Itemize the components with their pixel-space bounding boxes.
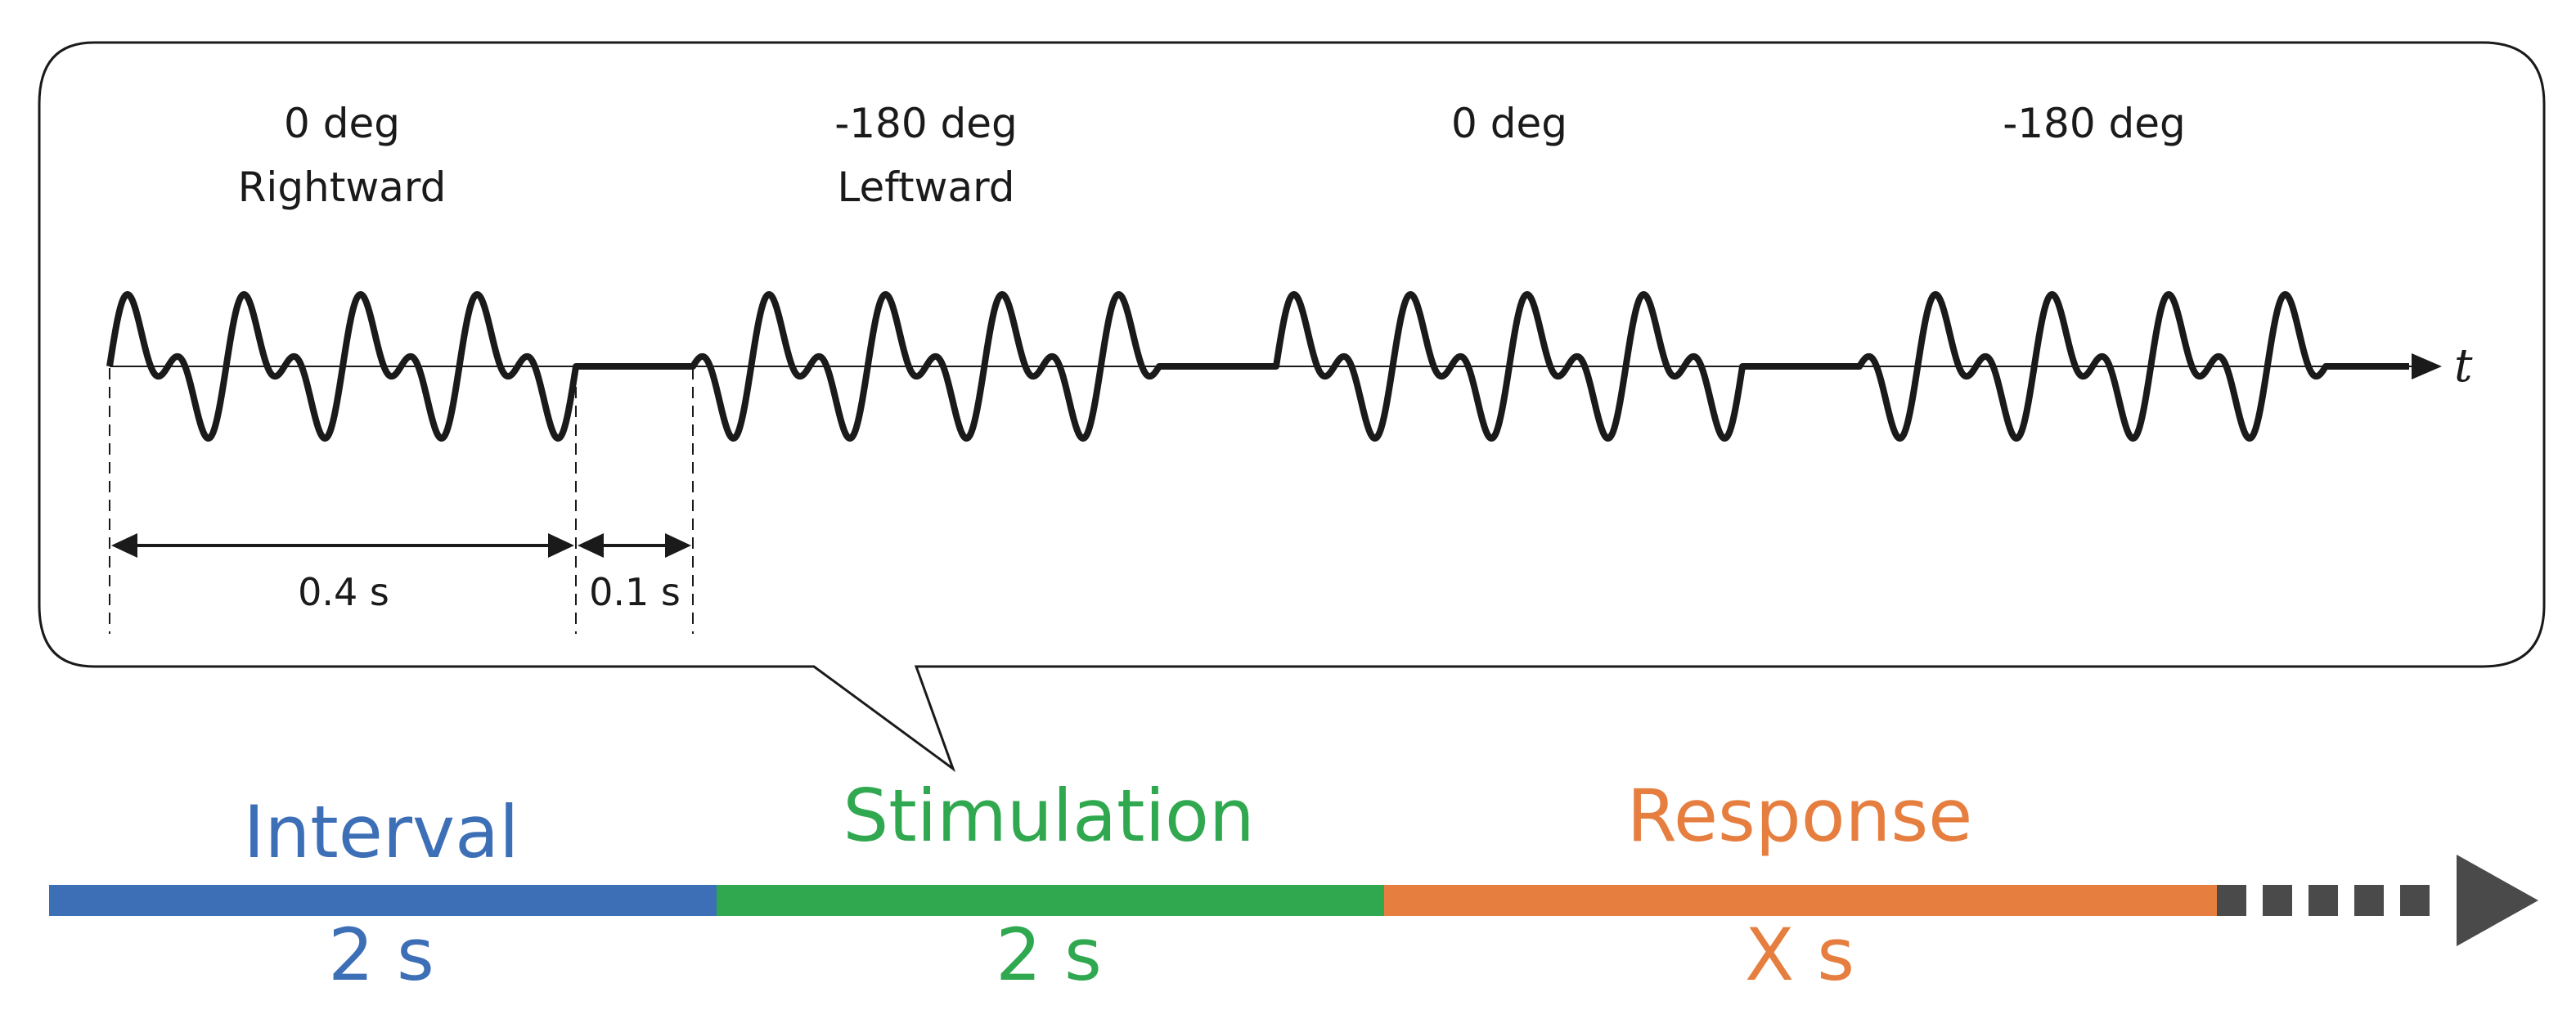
dimension-gap-label: 0.1 s [589,570,681,614]
segment-4-angle: -180 deg [2003,100,2186,147]
phase-duration-response: X s [1745,913,1854,997]
phase-bar-response [1384,885,2217,916]
callout-bubble [38,41,2546,773]
timeline-arrowhead [2457,855,2538,946]
dimension-stimulus-arrow-right [548,533,574,558]
dimension-stimulus-arrow-left [111,533,137,558]
segment-1-direction: Rightward [238,164,447,211]
dimension-stimulus-label: 0.4 s [298,570,389,614]
segment-2-direction: Leftward [837,164,1014,211]
time-axis-label: t [2454,339,2473,393]
segment-3-angle: 0 deg [1451,100,1567,147]
dimension-gap-arrow-left [578,533,604,558]
dimension-gap-arrow-right [665,533,691,558]
phase-name-response: Response [1627,774,1973,858]
timeline-continuation-dashes [2217,885,2430,916]
phase-bar-interval [49,885,717,916]
time-axis-arrowhead [2412,353,2442,379]
stimulus-waveform [106,291,2409,442]
phase-name-interval: Interval [243,790,519,874]
segment-2-angle: -180 deg [834,100,1018,147]
phase-bar-stimulation [717,885,1384,916]
phase-duration-stimulation: 2 s [996,913,1102,997]
phase-name-stimulation: Stimulation [843,774,1254,858]
segment-1-angle: 0 deg [284,100,400,147]
phase-duration-interval: 2 s [328,913,434,997]
